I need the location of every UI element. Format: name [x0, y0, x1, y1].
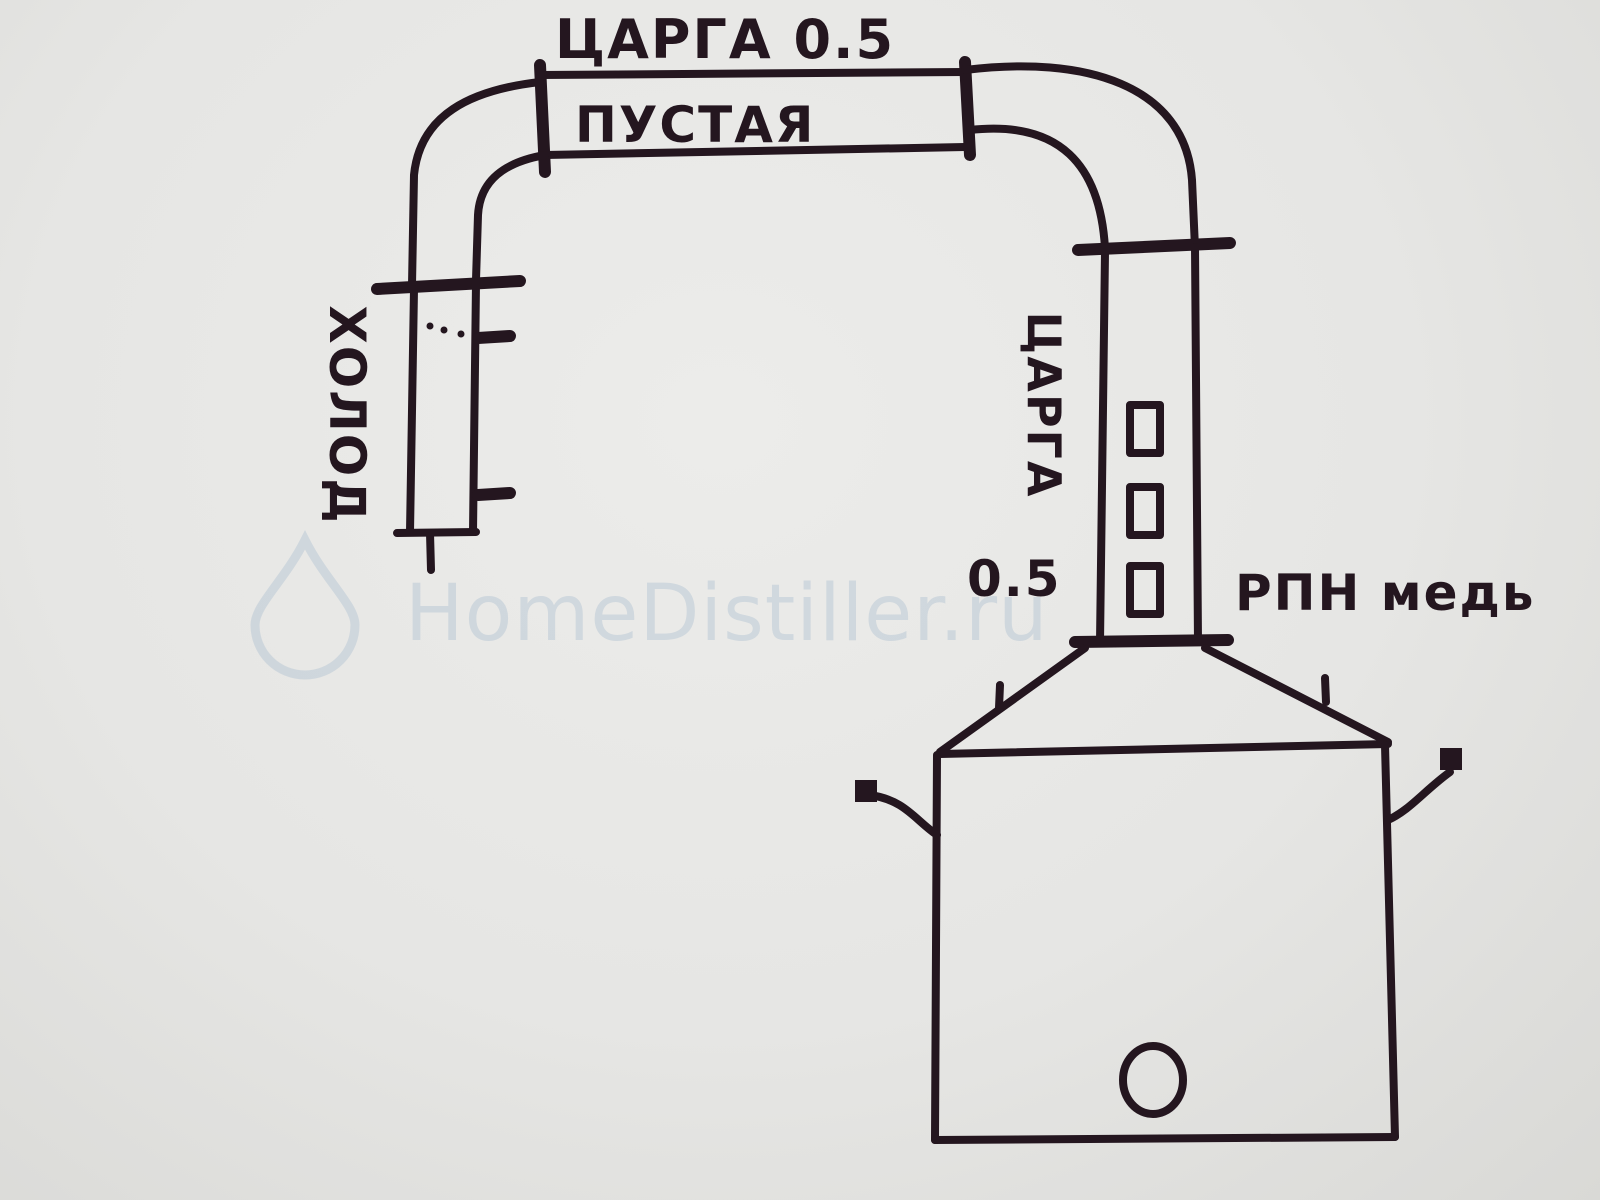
condenser [371, 275, 526, 574]
label-column: ЦАРГА [1017, 312, 1071, 499]
top-spool-right-flange [959, 56, 976, 161]
coolant-port-lower [472, 487, 516, 501]
boiler-drain-icon [1119, 1042, 1187, 1118]
condenser-bottom [393, 528, 480, 537]
right-handle-knob [1440, 748, 1462, 770]
boiler [855, 741, 1462, 1144]
label-packing: РПН медь [1235, 564, 1536, 622]
condenser-top-flange [371, 275, 526, 295]
column-top-flange [1072, 237, 1236, 256]
left-handle-knob [855, 780, 877, 802]
left-handle [866, 791, 941, 839]
condenser-outlet [426, 529, 435, 574]
watermark-drop-icon [250, 529, 360, 680]
watermark: HomeDistiller.ru [250, 529, 1049, 680]
boiler-lid [936, 644, 1392, 758]
left-bend [408, 78, 549, 289]
packing-element-3 [1126, 562, 1164, 618]
label-condenser: ХОЛОД [318, 305, 376, 525]
label-top-spool: ЦАРГА 0.5 [555, 8, 895, 71]
label-top-spool-empty: ПУСТАЯ [575, 96, 815, 154]
label-column-size: 0.5 [967, 550, 1062, 608]
watermark-text: HomeDistiller.ru [405, 569, 1049, 659]
coolant-port-upper [472, 330, 516, 344]
vertical-column [1069, 237, 1236, 648]
packing-element-1 [1126, 401, 1164, 457]
right-bend [961, 62, 1199, 252]
right-handle [1384, 768, 1454, 824]
packing-element-2 [1126, 483, 1164, 539]
column-bottom-flange [1069, 634, 1234, 648]
